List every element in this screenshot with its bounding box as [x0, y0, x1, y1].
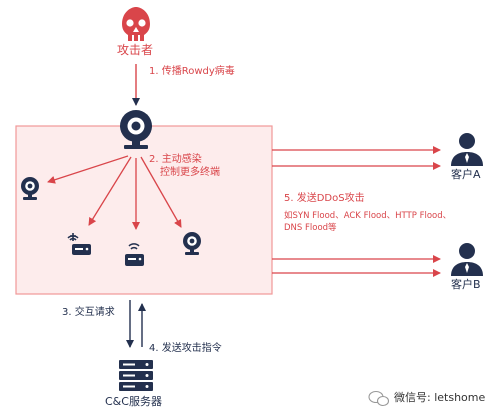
client-a-label: 客户A: [451, 168, 481, 181]
camera-icon-main: [120, 110, 152, 149]
server-label: C&C服务器: [105, 395, 162, 408]
user-icon-b: [451, 243, 483, 276]
skull-icon: [122, 7, 150, 41]
user-icon-a: [451, 133, 483, 166]
camera-icon-right: [183, 232, 201, 255]
router-icon-left: [67, 233, 91, 255]
ddos-arrows-client-a: [272, 146, 441, 170]
infected-network-box: [15, 125, 273, 295]
camera-icon-left: [21, 177, 39, 200]
step-5-detail-2: DNS Flood等: [284, 223, 337, 233]
router-icon-center: [125, 243, 144, 266]
watermark-text: 微信号: letshome: [394, 391, 486, 404]
step-2-label: 2. 主动感染: [149, 154, 202, 165]
step-1-label: 1. 传播Rowdy病毒: [149, 66, 235, 77]
step-5-label: 5. 发送DDoS攻击: [284, 193, 365, 204]
wechat-icon: [368, 390, 390, 407]
server-icon: [119, 360, 153, 391]
step-3-label: 3. 交互请求: [62, 307, 115, 318]
ddos-arrows-client-b: [272, 255, 441, 277]
attacker-label: 攻击者: [117, 43, 154, 57]
step-4-label: 4. 发送攻击指令: [149, 343, 222, 354]
step-5-detail-1: 如SYN Flood、ACK Flood、HTTP Flood、: [284, 211, 452, 221]
spread-arrows: [47, 155, 182, 230]
client-b-label: 客户B: [451, 278, 481, 291]
step-2-sub-label: 控制更多终端: [160, 167, 220, 178]
